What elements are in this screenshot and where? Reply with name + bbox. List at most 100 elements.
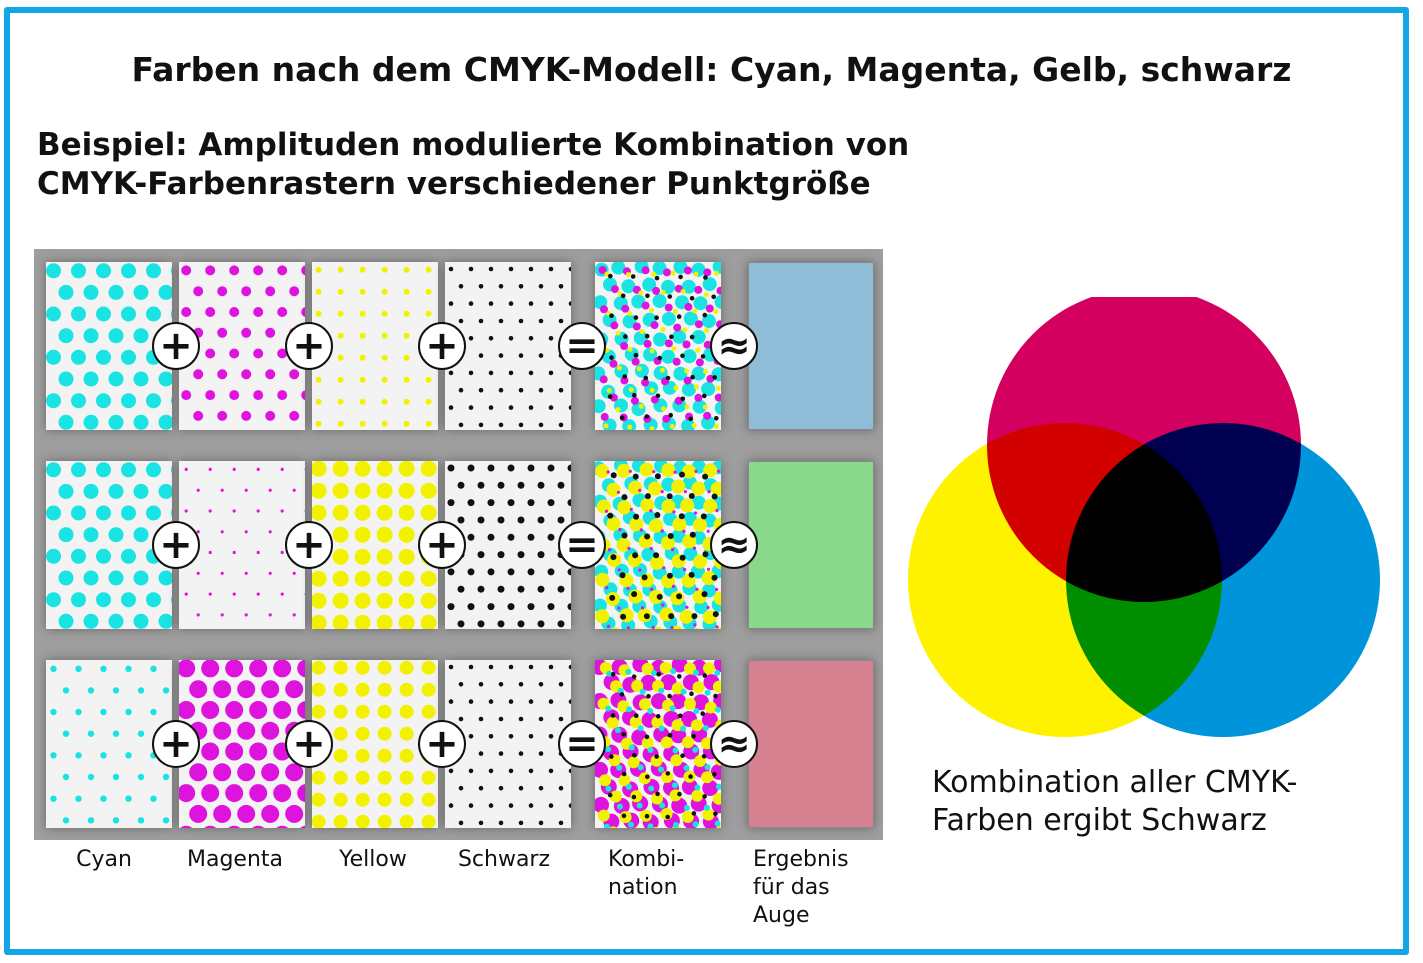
combination-dot — [630, 396, 639, 405]
halftone-dot — [457, 481, 465, 489]
combination-dot — [692, 821, 699, 828]
halftone-dot — [355, 792, 370, 807]
halftone-dot — [232, 550, 236, 555]
halftone-dot — [458, 284, 464, 289]
combination-dot — [693, 708, 700, 714]
halftone-dot — [548, 370, 554, 376]
combination-dot — [680, 289, 686, 294]
combination-dot — [650, 754, 663, 767]
halftone-dot — [538, 716, 544, 722]
combination-dot — [616, 365, 622, 371]
combination-dot — [681, 382, 696, 397]
halftone-dot — [333, 660, 348, 675]
combination-dot — [702, 673, 708, 678]
halftone-dot — [457, 516, 465, 524]
halftone-dot — [468, 301, 474, 306]
halftone-dot — [121, 349, 136, 365]
halftone-dot — [146, 505, 161, 521]
combination-dot — [684, 697, 696, 710]
combination-dot — [641, 547, 656, 562]
halftone-dot — [528, 734, 534, 739]
halftone-dot — [537, 620, 545, 628]
halftone-dot — [508, 370, 514, 376]
halftone-dot — [196, 613, 200, 617]
combination-dot — [693, 296, 708, 311]
halftone-dot — [83, 414, 99, 430]
halftone-dot — [46, 592, 61, 608]
halftone-dot — [100, 708, 107, 716]
halftone-dot — [244, 530, 248, 534]
tile-yellow-row-2 — [312, 461, 438, 629]
tile-cyan-row-1 — [46, 262, 172, 430]
combination-dot — [666, 572, 673, 579]
combination-dot — [669, 334, 674, 340]
halftone-dot — [528, 301, 534, 306]
halftone-dot — [277, 390, 288, 401]
halftone-dot — [261, 804, 280, 823]
combination-dot — [683, 765, 690, 771]
halftone-dot — [220, 571, 224, 575]
combination-dot — [616, 490, 620, 494]
halftone-dot — [377, 726, 392, 741]
halftone-dot — [133, 527, 149, 543]
halftone-dot — [420, 504, 437, 521]
combination-dot — [704, 764, 711, 771]
halftone-dot — [508, 734, 514, 739]
combination-dot — [684, 368, 690, 374]
combination-dot — [671, 346, 677, 352]
result-swatch-row-1 — [748, 262, 874, 430]
combination-dot — [691, 789, 704, 802]
halftone-dot — [478, 284, 484, 289]
halftone-dot — [448, 803, 454, 808]
subtitle-line-1: Beispiel: Amplituden modulierte Kombinat… — [37, 127, 910, 163]
result-swatch-row-3 — [748, 660, 874, 828]
halftone-dot — [253, 390, 264, 401]
halftone-dot — [46, 505, 61, 521]
halftone-dot — [217, 369, 228, 380]
halftone-dot — [567, 603, 571, 611]
halftone-dot — [108, 570, 124, 586]
halftone-dot — [62, 817, 70, 824]
halftone-dot — [71, 462, 86, 478]
halftone-dot — [220, 613, 224, 617]
halftone-dot — [292, 488, 296, 492]
combination-dot — [650, 587, 654, 591]
combination-dot — [610, 627, 620, 629]
column-label-magenta: Magenta — [175, 846, 295, 874]
combination-dot — [648, 590, 663, 604]
halftone-dot — [355, 704, 370, 719]
halftone-dot — [487, 568, 495, 576]
halftone-dot — [158, 414, 172, 430]
combination-dot — [660, 736, 673, 749]
halftone-dot — [403, 310, 410, 317]
halftone-dot — [301, 390, 305, 400]
halftone-dot — [468, 803, 474, 808]
combination-dot — [683, 567, 687, 572]
combination-dot — [690, 719, 703, 732]
combination-dot — [691, 330, 706, 344]
combination-dot — [616, 463, 631, 478]
combination-dot — [702, 393, 707, 399]
combination-dot — [620, 293, 626, 299]
halftone-dot — [558, 422, 564, 428]
combination-dot — [710, 481, 721, 496]
halftone-dot — [261, 680, 280, 699]
combination-dot — [610, 321, 619, 330]
combination-dot — [636, 366, 642, 372]
halftone-dot — [181, 265, 192, 276]
combination-dot — [628, 387, 634, 393]
halftone-dot — [355, 726, 370, 741]
halftone-dot — [497, 481, 505, 489]
combination-dot — [632, 752, 637, 758]
combination-dot — [661, 349, 676, 364]
combination-dot — [679, 609, 694, 624]
tile-magenta-row-3 — [179, 660, 305, 828]
combination-dot — [652, 827, 660, 828]
halftone-dot — [477, 551, 485, 559]
combination-dot — [700, 711, 705, 716]
combination-dot — [655, 714, 661, 719]
combination-dot — [631, 794, 637, 800]
combination-dot — [684, 302, 693, 311]
halftone-dot — [377, 682, 392, 697]
halftone-dot — [527, 464, 535, 472]
